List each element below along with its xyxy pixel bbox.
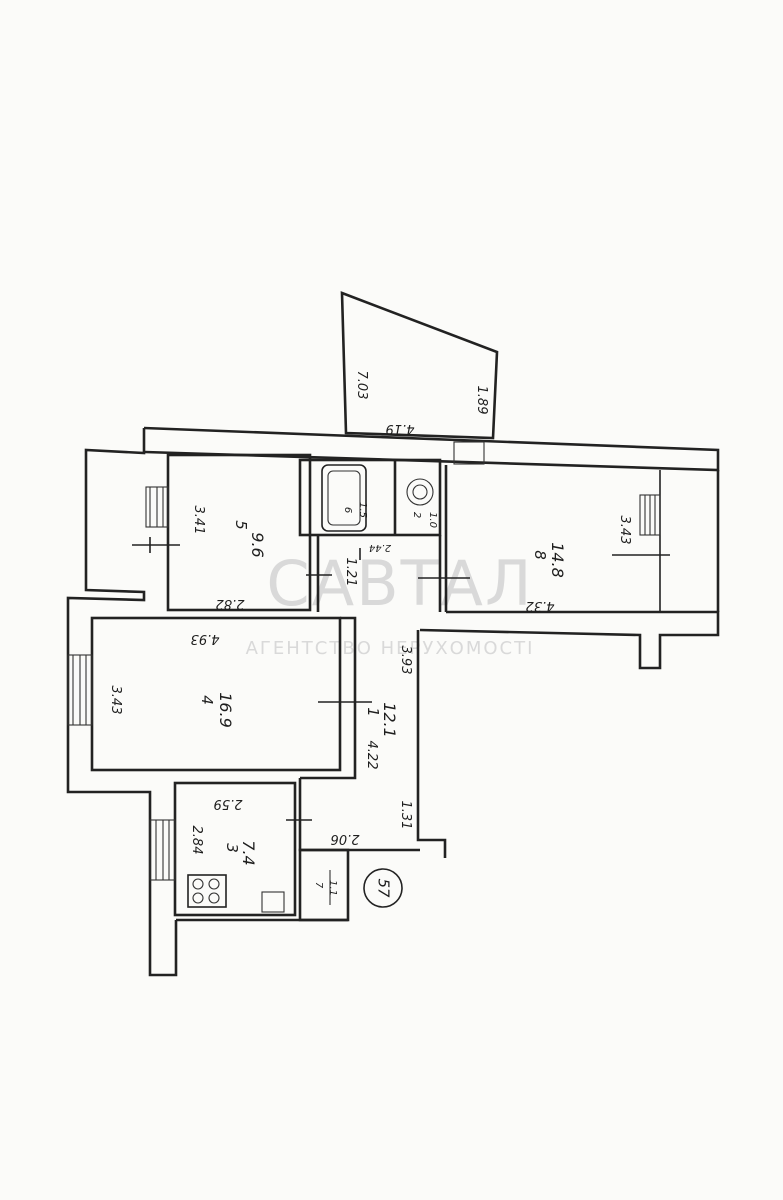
watermark: САВТАЛ АГЕНТСТВО НЕРУХОМОСТІ xyxy=(246,547,535,659)
room-3-dim-a: 2.84 xyxy=(189,826,204,855)
stove-icon xyxy=(187,874,227,908)
balcony-dim-width: 4.19 xyxy=(386,421,415,436)
toilet-icon xyxy=(406,478,434,506)
door-markers xyxy=(132,537,670,821)
room-2-area: 1.0 xyxy=(427,512,438,528)
room-8-dim-b: 4.32 xyxy=(526,598,555,613)
balcony xyxy=(340,291,499,440)
room-6-dim: 2.44 xyxy=(369,542,391,553)
plan-number: 57 xyxy=(375,878,393,898)
room-5-number: 5 xyxy=(232,520,250,530)
bathroom-walls xyxy=(298,458,442,537)
room-1-area: 12.1 xyxy=(380,702,399,738)
room-5-dim-a: 3.41 xyxy=(191,506,206,535)
room-1-dim-c: 4.22 xyxy=(364,741,379,770)
room-5-walls xyxy=(166,453,312,612)
fixtures xyxy=(187,464,434,913)
room-7-number: 7 xyxy=(313,882,324,889)
room-6-area: 1.5 xyxy=(357,502,368,518)
plan-number-badge: 57 xyxy=(363,868,403,908)
room-8-number: 8 xyxy=(531,550,549,560)
room-4-number: 4 xyxy=(198,695,216,705)
room-3-area: 7.4 xyxy=(239,840,258,865)
room-4-dim-b: 4.93 xyxy=(191,631,220,646)
room-6-number: 6 xyxy=(342,507,353,513)
balcony-dim-long: 7.03 xyxy=(354,371,369,400)
room-7-area: 1.1 xyxy=(327,880,338,896)
room-5-area: 9.6 xyxy=(248,532,267,557)
corridor-dim-c: 2.06 xyxy=(331,831,360,846)
room-8-dim-a: 3.43 xyxy=(617,516,632,545)
room-3-dim-b: 2.59 xyxy=(214,796,243,811)
room-2-number: 2 xyxy=(411,512,422,518)
room-1-dim-b: 1.31 xyxy=(398,801,413,830)
windows xyxy=(67,441,661,881)
watermark-tagline: АГЕНТСТВО НЕРУХОМОСТІ xyxy=(246,638,535,659)
corridor-dim-a: 1.21 xyxy=(343,558,358,587)
room-5-dim-b: 2.82 xyxy=(216,596,245,611)
room-3-number: 3 xyxy=(223,843,241,853)
balcony-outline xyxy=(340,291,499,440)
bathtub-icon xyxy=(321,464,367,532)
plan-number-circle xyxy=(363,868,403,908)
room-4-dim-a: 3.43 xyxy=(108,686,123,715)
labels: 7.03 1.89 4.19 3.41 5 9.6 2.82 6 1.5 2.4… xyxy=(108,371,632,896)
sink-icon xyxy=(261,891,285,913)
room-1-number: 1 xyxy=(364,707,382,717)
room-4-area: 16.9 xyxy=(216,692,235,728)
room-8-area: 14.8 xyxy=(548,542,567,578)
balcony-dim-short: 1.89 xyxy=(474,386,489,415)
walls xyxy=(66,426,720,977)
corridor-dim-b: 3.93 xyxy=(398,646,413,675)
